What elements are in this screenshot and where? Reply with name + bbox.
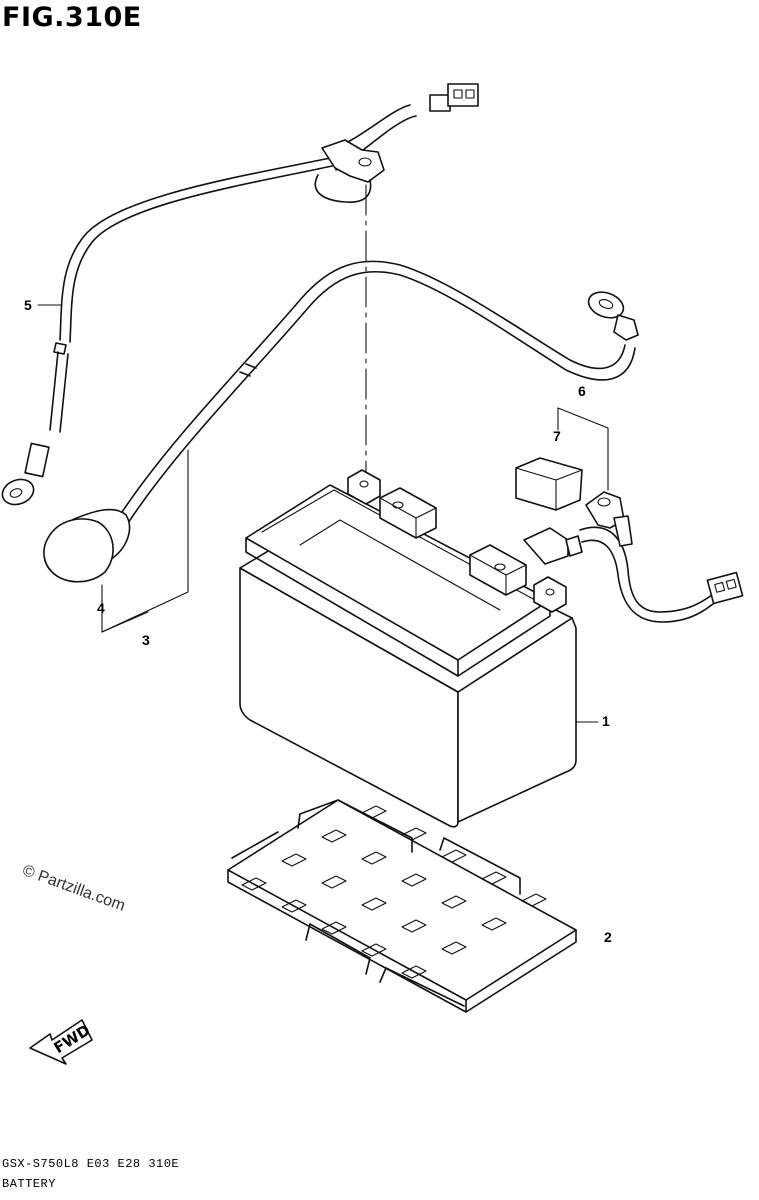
starter-relay-7 bbox=[515, 457, 583, 511]
tray-slot bbox=[321, 921, 347, 935]
leader-line-3b bbox=[101, 611, 149, 633]
tray-slot bbox=[241, 877, 267, 891]
tray-slot bbox=[361, 851, 387, 865]
battery-1 bbox=[239, 469, 577, 828]
callout-3: 3 bbox=[142, 632, 150, 648]
tray-slot bbox=[481, 871, 507, 885]
negative-cable-5 bbox=[1, 83, 479, 506]
callout-6: 6 bbox=[578, 383, 586, 399]
tray-slot bbox=[441, 941, 467, 955]
footer-diagram-code: GSX-S750L8 E03 E28 310E bbox=[2, 1157, 180, 1171]
tray-slot bbox=[401, 965, 427, 979]
callout-1: 1 bbox=[602, 713, 610, 729]
tray-slot bbox=[441, 895, 467, 909]
callout-7: 7 bbox=[553, 428, 561, 444]
tray-slot bbox=[401, 827, 427, 841]
tray-slot bbox=[441, 849, 467, 863]
tray-slot bbox=[281, 853, 307, 867]
callout-2: 2 bbox=[604, 929, 612, 945]
leader-line-6 bbox=[557, 407, 609, 491]
tray-slot bbox=[401, 873, 427, 887]
tray-slot bbox=[481, 917, 507, 931]
positive-cable-3 bbox=[43, 260, 639, 583]
fuse-holder-cable-6 bbox=[523, 491, 744, 623]
tray-slot bbox=[321, 875, 347, 889]
callout-4: 4 bbox=[97, 600, 105, 616]
tray-slot bbox=[361, 805, 387, 819]
footer-diagram-name: BATTERY bbox=[2, 1177, 56, 1191]
tray-slot bbox=[361, 943, 387, 957]
battery-tray-2 bbox=[227, 799, 577, 1013]
figure-title: FIG.310E bbox=[2, 2, 142, 33]
tray-slot bbox=[321, 829, 347, 843]
leader-line-3 bbox=[101, 449, 189, 633]
tray-slots bbox=[241, 805, 547, 979]
tray-slot bbox=[401, 919, 427, 933]
callout-5: 5 bbox=[24, 297, 32, 313]
tray-slot bbox=[281, 899, 307, 913]
tray-slot bbox=[521, 893, 547, 907]
tray-slot bbox=[361, 897, 387, 911]
forward-arrow: FWD bbox=[29, 1019, 93, 1065]
